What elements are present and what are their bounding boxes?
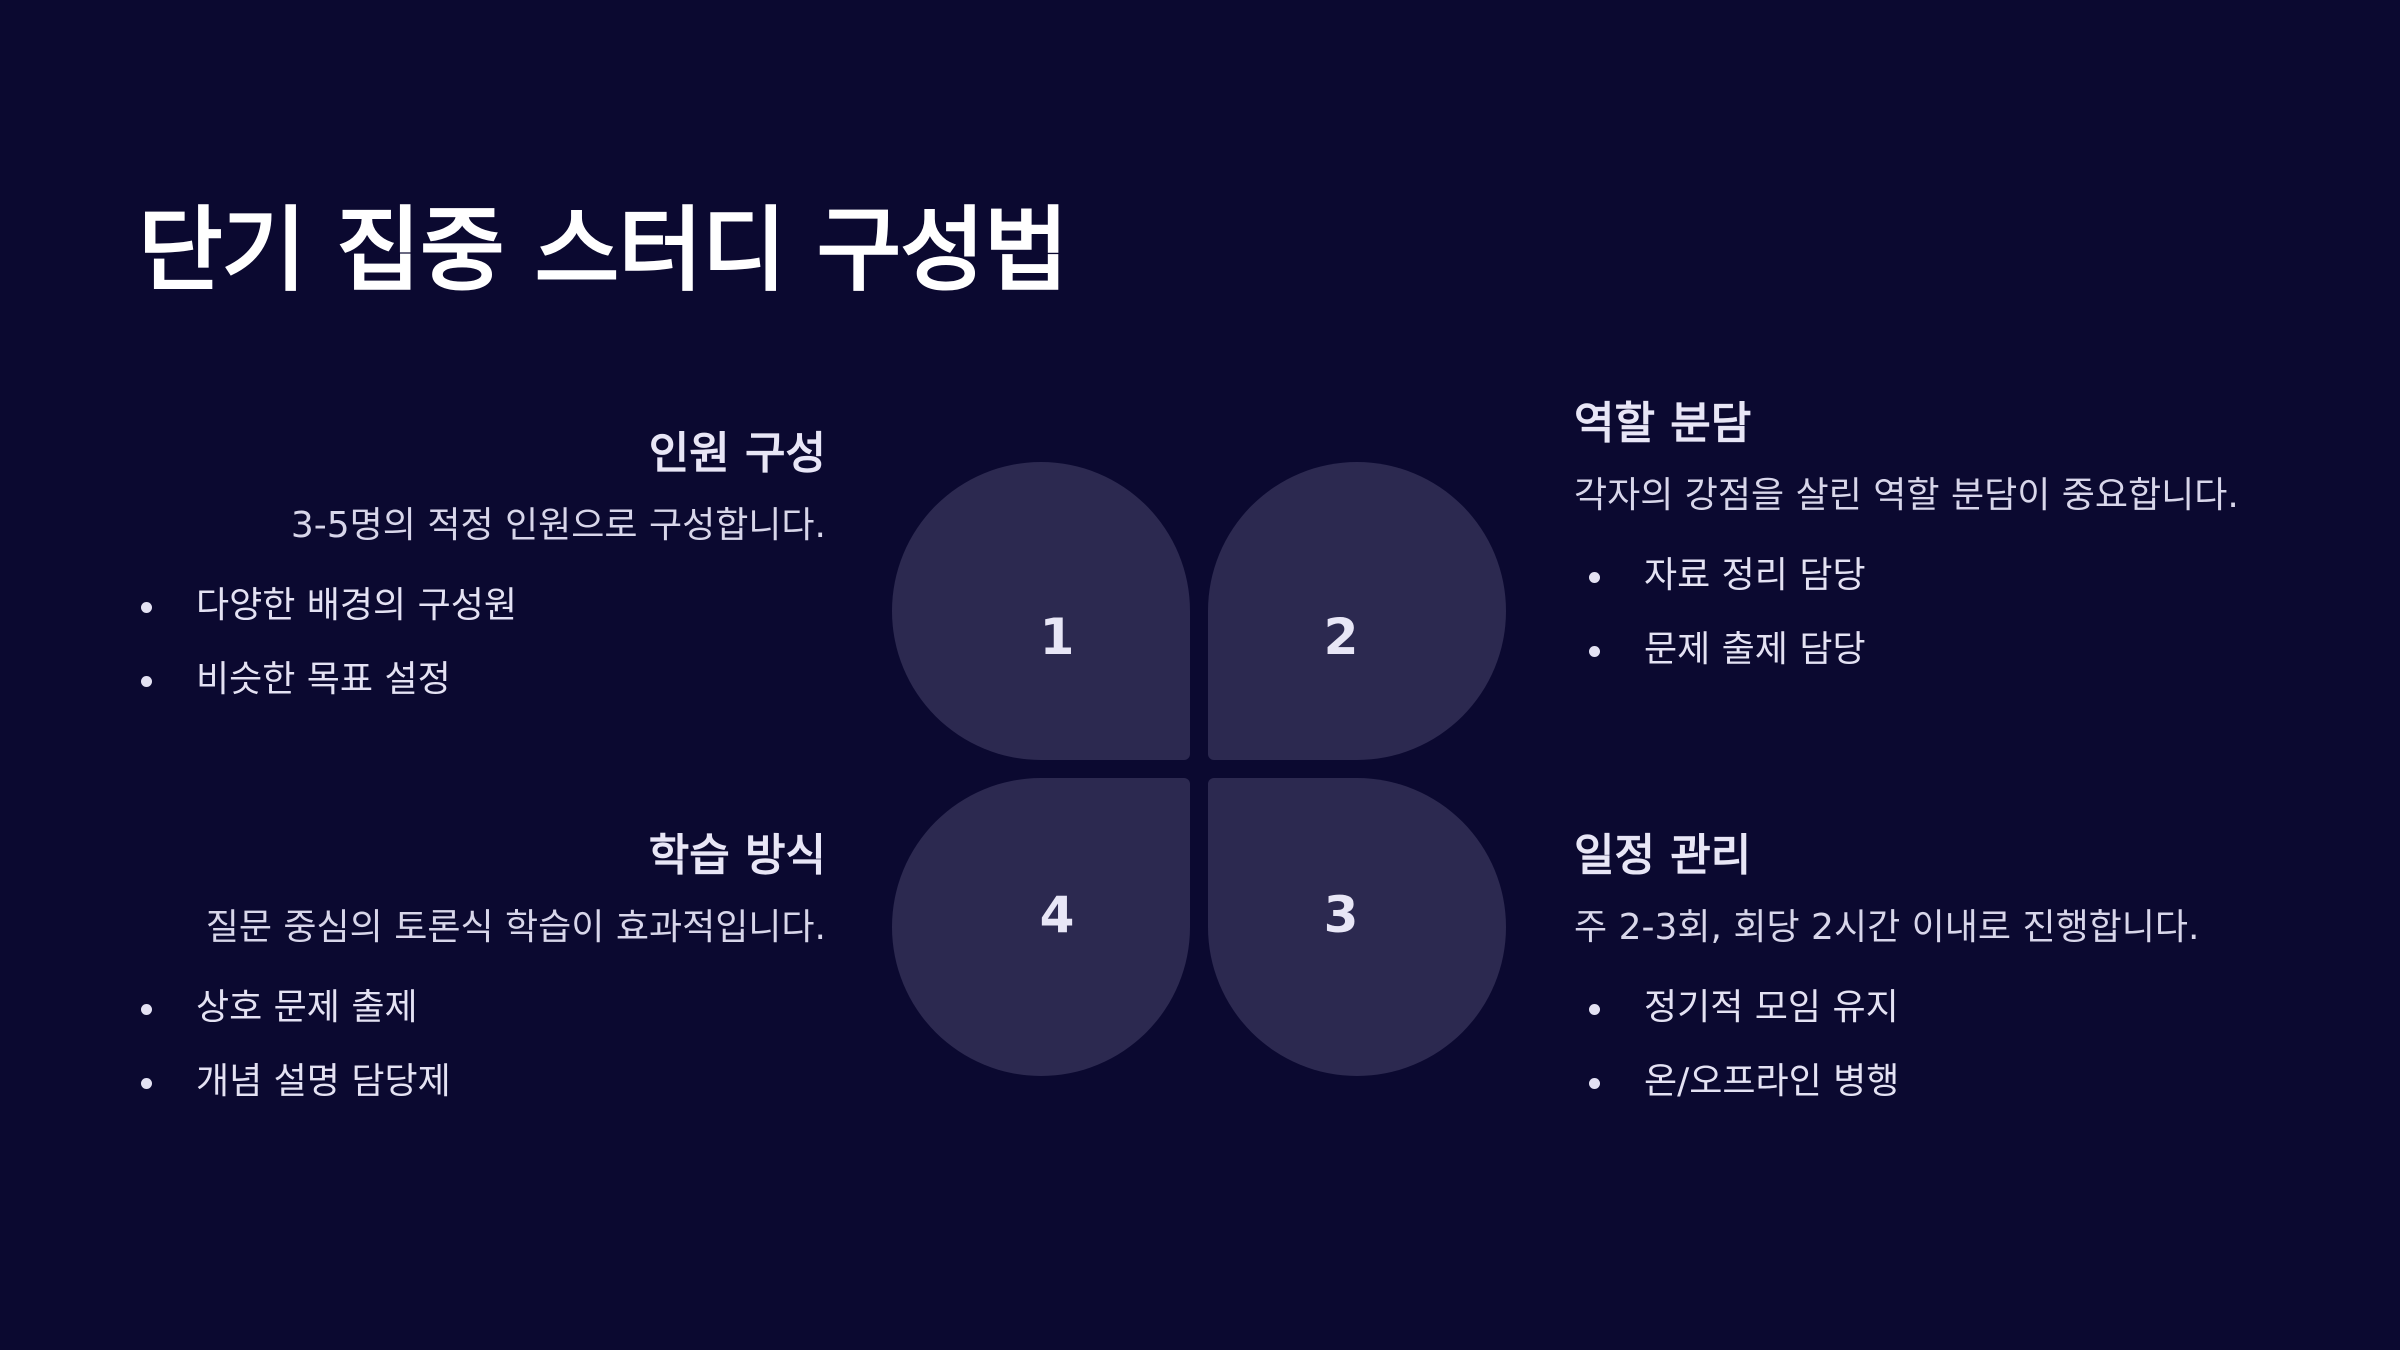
section-description-method: 질문 중심의 토론식 학습이 효과적입니다. [205,906,826,948]
list-item: 비슷한 목표 설정 [126,643,826,717]
diagram-petal-4: 4 [892,778,1190,1076]
diagram-petal-1: 1 [892,462,1190,760]
section-roles: 역할 분담 각자의 강점을 살린 역할 분담이 중요합니다. 자료 정리 담당 … [1574,398,2264,687]
diagram-petal-3: 3 [1208,778,1506,1076]
section-heading-schedule: 일정 관리 [1574,830,1752,881]
list-item: 문제 출제 담당 [1574,613,2264,687]
bullet-dot-icon [141,675,152,687]
diagram-petal-2: 2 [1208,462,1506,760]
section-heading-roles: 역할 분담 [1574,398,1752,449]
bullet-dot-icon [1589,1077,1600,1089]
bullet-list-method: 상호 문제 출제 개념 설명 담당제 [126,971,826,1119]
list-item: 다양한 배경의 구성원 [126,569,826,643]
bullet-list-schedule: 정기적 모임 유지 온/오프라인 병행 [1574,971,2264,1119]
list-item: 온/오프라인 병행 [1574,1045,2264,1119]
list-item: 자료 정리 담당 [1574,539,2264,613]
list-item: 상호 문제 출제 [126,971,826,1045]
slide-title: 단기 집중 스터디 구성법 [138,197,1068,304]
bullet-list-members: 다양한 배경의 구성원 비슷한 목표 설정 [126,569,826,717]
section-heading-members: 인원 구성 [648,428,826,479]
bullet-list-roles: 자료 정리 담당 문제 출제 담당 [1574,539,2264,687]
petal-number: 2 [1323,608,1359,666]
bullet-dot-icon [1589,645,1600,657]
section-description-schedule: 주 2-3회, 회당 2시간 이내로 진행합니다. [1574,906,2200,948]
section-heading-method: 학습 방식 [648,830,826,881]
section-description-roles: 각자의 강점을 살린 역할 분담이 중요합니다. [1574,474,2239,516]
petal-number: 1 [1039,608,1075,666]
bullet-dot-icon [141,601,152,613]
bullet-dot-icon [141,1077,152,1089]
section-description-members: 3-5명의 적정 인원으로 구성합니다. [290,504,826,546]
section-members: 인원 구성 3-5명의 적정 인원으로 구성합니다. 다양한 배경의 구성원 비… [126,428,826,717]
list-item: 정기적 모임 유지 [1574,971,2264,1045]
section-schedule: 일정 관리 주 2-3회, 회당 2시간 이내로 진행합니다. 정기적 모임 유… [1574,830,2264,1119]
petal-number: 3 [1323,886,1359,944]
petal-number: 4 [1039,886,1075,944]
section-method: 학습 방식 질문 중심의 토론식 학습이 효과적입니다. 상호 문제 출제 개념… [126,830,826,1119]
list-item: 개념 설명 담당제 [126,1045,826,1119]
bullet-dot-icon [1589,1003,1600,1015]
bullet-dot-icon [1589,571,1600,583]
bullet-dot-icon [141,1003,152,1015]
